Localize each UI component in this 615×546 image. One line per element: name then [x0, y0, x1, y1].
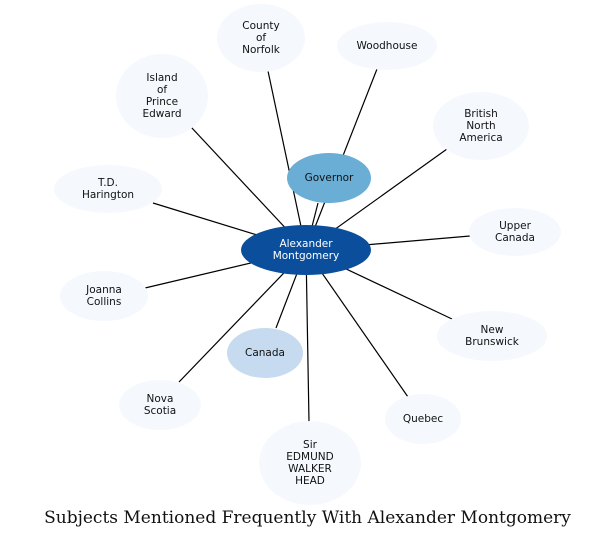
node-label-british-north-america: America [459, 132, 502, 144]
node-label-upper-canada: Upper [499, 220, 531, 232]
node-ellipse-joanna-collins [60, 271, 148, 321]
node-ellipse-island-of-prince-edward [116, 54, 208, 138]
node-ellipse-center [241, 225, 371, 275]
node-ellipse-quebec [385, 394, 461, 444]
node-governor[interactable]: Governor [287, 153, 371, 203]
node-label-island-of-prince-edward: of [157, 84, 167, 96]
node-label-county-of-norfolk: County [242, 20, 279, 32]
node-label-quebec: Quebec [403, 413, 444, 425]
node-ellipse-british-north-america [433, 92, 529, 160]
node-label-new-brunswick: Brunswick [465, 336, 520, 348]
node-label-sir-edmund-walker-head: Sir [303, 439, 318, 451]
node-label-nova-scotia: Scotia [144, 405, 176, 417]
node-label-british-north-america: North [466, 120, 495, 132]
node-label-british-north-america: British [464, 108, 498, 120]
edge-center-sir-edmund-walker-head [305, 249, 310, 423]
node-ellipse-new-brunswick [437, 311, 547, 361]
node-ellipse-canada [227, 328, 303, 378]
node-label-sir-edmund-walker-head: HEAD [295, 475, 325, 487]
node-ellipse-county-of-norfolk [217, 4, 305, 72]
node-label-new-brunswick: New [481, 324, 504, 336]
node-label-county-of-norfolk: Norfolk [242, 44, 281, 56]
node-label-center: Montgomery [273, 250, 340, 262]
node-label-island-of-prince-edward: Edward [142, 108, 181, 120]
node-ellipse-governor [287, 153, 371, 203]
node-label-canada: Canada [245, 347, 285, 359]
node-label-center: Alexander [279, 238, 333, 250]
edge-center-quebec [305, 249, 409, 398]
node-canada[interactable]: Canada [227, 328, 303, 378]
node-label-joanna-collins: Collins [87, 296, 122, 308]
node-ellipse-woodhouse [337, 22, 437, 70]
node-ellipse-td-harington [54, 165, 162, 213]
node-woodhouse[interactable]: Woodhouse [337, 22, 437, 70]
node-label-upper-canada: Canada [495, 232, 535, 244]
edge-center-county-of-norfolk [267, 70, 307, 251]
node-label-island-of-prince-edward: Prince [146, 96, 178, 108]
node-label-td-harington: T.D. [97, 177, 118, 189]
diagram-title: Subjects Mentioned Frequently With Alexa… [44, 508, 571, 528]
node-label-island-of-prince-edward: Island [146, 72, 177, 84]
node-label-county-of-norfolk: of [256, 32, 266, 44]
node-ellipse-sir-edmund-walker-head [259, 421, 361, 505]
node-label-joanna-collins: Joanna [85, 284, 122, 296]
node-td-harington[interactable]: T.D.Harington [54, 165, 162, 213]
node-label-sir-edmund-walker-head: EDMUND [286, 451, 333, 463]
node-label-woodhouse: Woodhouse [357, 40, 418, 52]
node-label-governor: Governor [305, 172, 354, 184]
node-label-td-harington: Harington [82, 189, 134, 201]
node-ellipse-nova-scotia [119, 380, 201, 430]
node-label-sir-edmund-walker-head: WALKER [288, 463, 332, 475]
node-label-nova-scotia: Nova [147, 393, 174, 405]
node-quebec[interactable]: Quebec [385, 394, 461, 444]
node-ellipse-upper-canada [469, 208, 561, 256]
